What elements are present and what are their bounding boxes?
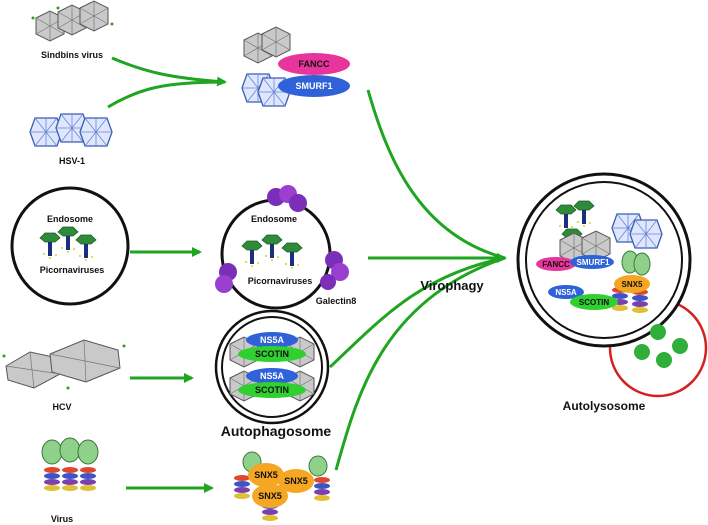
picornavirus-left-label: Picornaviruses (40, 265, 105, 275)
fancc-to-autolysosome-arrow (366, 89, 506, 260)
smurf1-protein-auto (570, 255, 614, 269)
scotin-label-bottom: SCOTIN (255, 385, 289, 395)
hsv1-virus-icon (29, 113, 113, 147)
fancc-protein-auto (536, 257, 576, 271)
virophagy-label: Virophagy (420, 278, 484, 293)
galectin8-label: Galectin8 (316, 296, 357, 306)
snx5-label-1: SNX5 (254, 470, 278, 480)
snx5-label-2: SNX5 (284, 476, 308, 486)
galectin8-icon (215, 185, 349, 293)
snx5-protein-2 (278, 469, 314, 493)
snx5-protein-1 (248, 463, 284, 487)
picornavirus-mid-label: Picornaviruses (248, 276, 313, 286)
snx5-label-3: SNX5 (258, 491, 282, 501)
endosome-left-label: Endosome (47, 214, 93, 224)
autophagosome (214, 309, 330, 425)
scotin-label-auto: SCOTIN (579, 298, 609, 307)
hcv-label: HCV (52, 402, 71, 412)
virus-icon (41, 437, 99, 491)
ns5a-protein-top (246, 332, 298, 348)
ns5a-protein-auto (548, 285, 584, 299)
hsv1-label: HSV-1 (59, 156, 85, 166)
sindbis-virus-label: Sindbins virus (41, 50, 103, 60)
scotin-protein-auto (570, 294, 618, 310)
fancc-label-auto: FANCC (542, 260, 570, 269)
autophagosome-to-autolysosome-arrow (328, 256, 506, 369)
ns5a-label-top: NS5A (260, 335, 285, 345)
fancc-label: FANCC (299, 59, 330, 69)
ns5a-label-auto: NS5A (555, 288, 577, 297)
hsv-to-fancc-arrow (107, 80, 226, 109)
virus-label: Virus (51, 514, 73, 524)
snx5-label-auto: SNX5 (622, 280, 643, 289)
scotin-label-top: SCOTIN (255, 349, 289, 359)
endosome-left (10, 186, 130, 306)
snx5-cluster (234, 451, 330, 521)
snx5-to-autolysosome-arrow (334, 256, 506, 471)
snx5-protein-auto (614, 275, 650, 293)
endosome-mid-label: Endosome (251, 214, 297, 224)
sindbis-virus-icon (31, 0, 114, 42)
ns5a-label-bottom: NS5A (260, 371, 285, 381)
smurf1-label-auto: SMURF1 (577, 258, 610, 267)
autolysosome (516, 172, 708, 398)
smurf1-label: SMURF1 (295, 81, 332, 91)
smurf1-protein (278, 75, 350, 97)
scotin-protein-top (238, 346, 306, 362)
autophagosome-label: Autophagosome (221, 423, 332, 439)
hcv-virus-icon (2, 339, 126, 390)
fancc-smurf1-complex: FANCC SMURF1 (241, 26, 350, 107)
sindbis-to-fancc-arrow (111, 56, 227, 87)
fancc-protein (278, 53, 350, 75)
snx5-protein-3 (252, 484, 288, 508)
ns5a-protein-bottom (246, 368, 298, 384)
scotin-protein-bottom (238, 382, 306, 398)
autolysosome-label: Autolysosome (563, 399, 646, 413)
